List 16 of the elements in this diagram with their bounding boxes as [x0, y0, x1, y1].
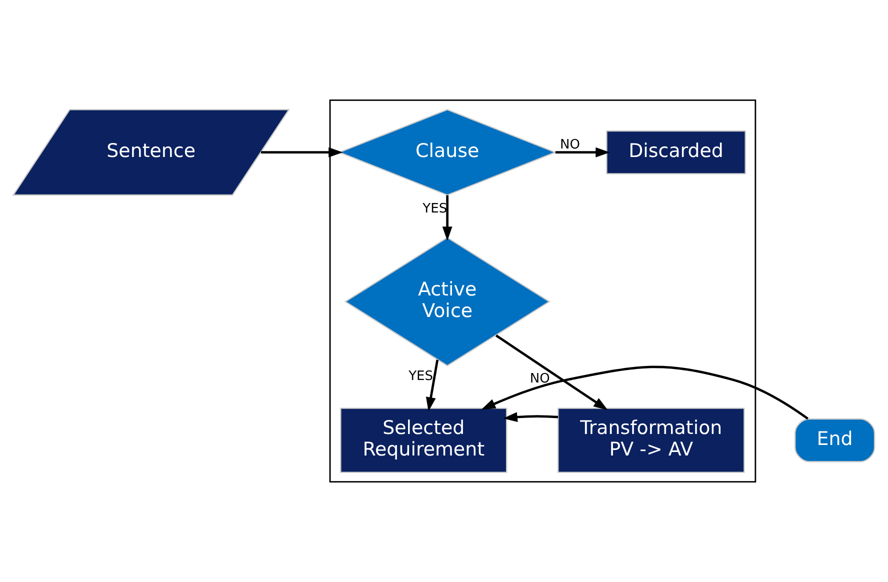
- node-box: Discarded: [606, 130, 746, 174]
- node-diamond: Clause: [338, 109, 557, 196]
- arrow: [426, 360, 439, 412]
- node-diamond: Active Voice: [344, 236, 550, 366]
- arrow: [442, 195, 452, 241]
- arrow: [495, 334, 608, 410]
- edge-label: NO: [530, 371, 550, 386]
- node-box: Transformation PV -> AV: [558, 408, 745, 473]
- edge-label: NO: [560, 138, 580, 153]
- node-box: Selected Requirement: [340, 408, 508, 473]
- edge-label: YES: [408, 369, 434, 384]
- arrow: [261, 147, 343, 158]
- node-box: End: [794, 418, 876, 462]
- arrow: [481, 366, 808, 420]
- arrow: [555, 147, 610, 158]
- arrow: [503, 412, 558, 422]
